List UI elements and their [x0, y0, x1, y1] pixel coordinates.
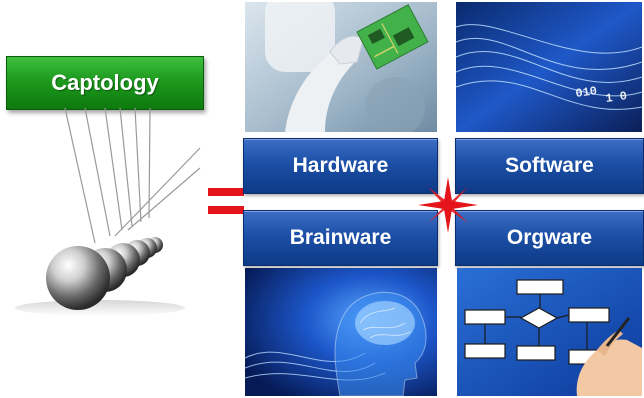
orgware-button: Orgware — [455, 210, 644, 266]
brainware-button: Brainware — [243, 210, 438, 266]
newtons-cradle-image — [10, 107, 205, 318]
star-connector-icon — [418, 177, 478, 233]
captology-label: Captology — [6, 56, 204, 110]
brainware-photo — [245, 268, 437, 396]
software-button: Software — [455, 138, 644, 194]
svg-text:010: 010 — [575, 84, 598, 101]
orgware-photo — [457, 268, 642, 396]
hardware-photo — [245, 2, 437, 132]
hardware-button: Hardware — [243, 138, 438, 194]
svg-text:1 0: 1 0 — [605, 89, 628, 106]
equals-sign-top-bar — [208, 188, 244, 196]
software-photo: 010 1 0 — [456, 2, 642, 132]
equals-sign-bottom-bar — [208, 206, 244, 214]
